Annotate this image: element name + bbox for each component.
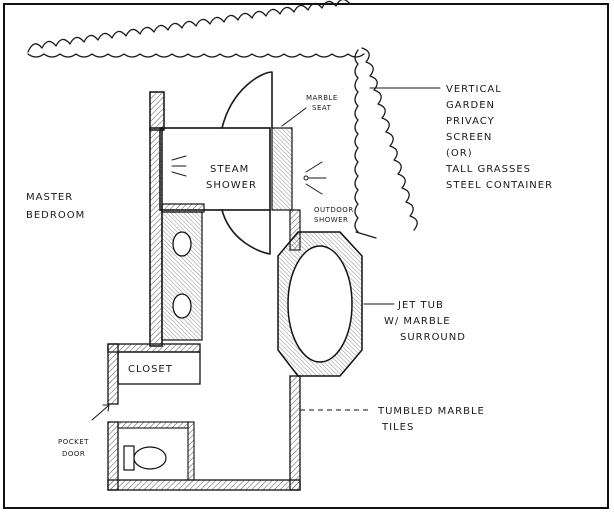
vanity-top-wall: [161, 203, 205, 213]
toilet-partition: [117, 421, 189, 429]
toilet-left-wall: [107, 421, 119, 491]
label-closet: CLOSET: [128, 364, 173, 375]
closet-box: [117, 351, 201, 385]
garden-hedge: [27, 0, 418, 239]
right-wall-lower: [289, 375, 301, 491]
closet-top-wall: [107, 343, 201, 353]
label-tiles: TUMBLED MARBLE TILES: [377, 406, 489, 433]
toilet-tank-icon: [123, 445, 135, 471]
label-steam-shower: STEAM SHOWER: [206, 164, 257, 191]
closet-left-wall: [107, 343, 119, 405]
pocket-door-leader: [91, 405, 109, 421]
marble-seat-leader: [281, 107, 307, 127]
label-master-bedroom: MASTER BEDROOM: [26, 192, 85, 221]
label-pocket-door: POCKET DOOR: [58, 438, 92, 458]
marble-seat: [271, 127, 293, 211]
shower-glass-bottom: [221, 209, 271, 255]
pocket-door-arrow-icon: [102, 404, 110, 412]
outdoor-shower-icon: [303, 161, 327, 195]
bottom-wall: [107, 479, 301, 491]
toilet-bowl-icon: [133, 446, 167, 470]
sink-upper-icon: [172, 231, 192, 257]
drawing-frame: [3, 3, 609, 509]
label-jet-tub: JET TUB W/ MARBLE SURROUND: [384, 300, 466, 343]
left-wall: [149, 127, 163, 347]
sink-lower-icon: [172, 293, 192, 319]
shower-spray-icon: [171, 155, 187, 177]
wall-stub: [149, 91, 165, 131]
jet-tub: [287, 245, 353, 363]
label-marble-seat: MARBLE SEAT: [306, 94, 341, 112]
toilet-side-partition: [187, 421, 195, 481]
label-outdoor-shower: OUTDOOR SHOWER: [314, 206, 356, 224]
vanity-counter: [161, 211, 203, 341]
label-screen-note: VERTICAL GARDEN PRIVACY SCREEN (OR) TALL…: [445, 84, 553, 191]
shower-glass-top: [221, 71, 273, 129]
